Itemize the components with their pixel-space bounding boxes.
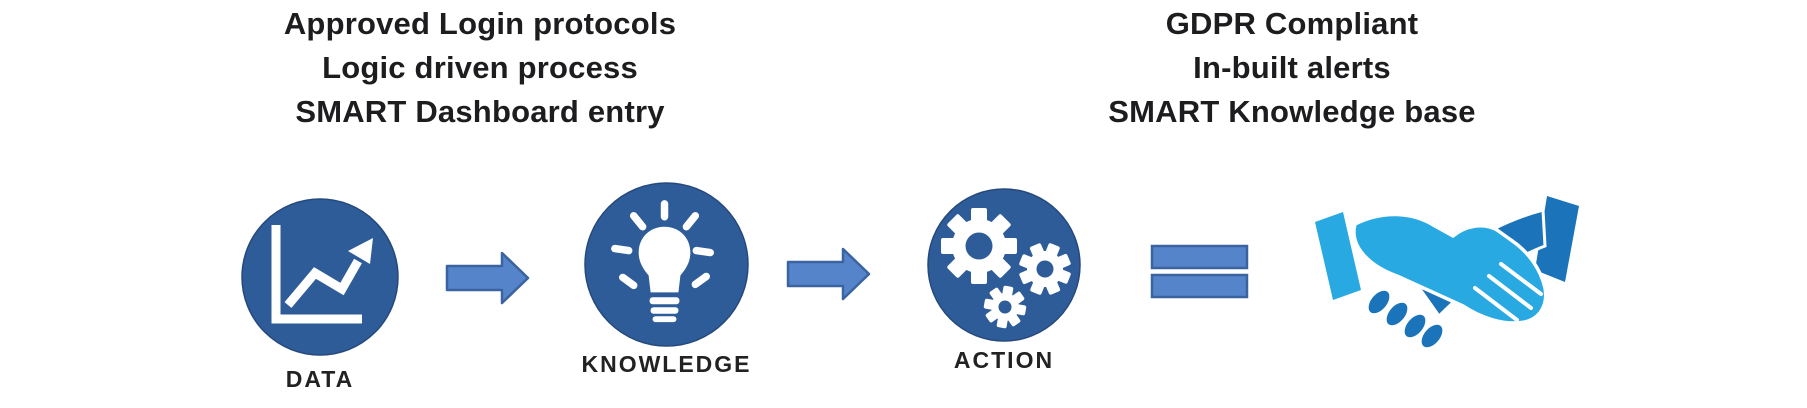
left-heading: Approved Login protocols Logic driven pr… bbox=[180, 2, 780, 134]
right-heading: GDPR Compliant In-built alerts SMART Kno… bbox=[992, 2, 1592, 134]
left-heading-line-1: Approved Login protocols bbox=[283, 6, 677, 41]
step-label-knowledge: KNOWLEDGE bbox=[581, 351, 752, 377]
left-heading-line-3: SMART Dashboard entry bbox=[295, 94, 665, 129]
right-arrow-icon bbox=[445, 250, 530, 306]
line-chart-icon bbox=[240, 197, 400, 357]
handshake-icon bbox=[1305, 190, 1595, 355]
step-label-data: DATA bbox=[285, 366, 355, 392]
right-arrow-icon bbox=[786, 246, 871, 302]
left-heading-line-2: Logic driven process bbox=[322, 50, 638, 85]
right-heading-line-2: In-built alerts bbox=[1193, 50, 1391, 85]
step-label-action: ACTION bbox=[953, 347, 1055, 373]
equals-sign-icon bbox=[1150, 244, 1250, 300]
right-heading-line-1: GDPR Compliant bbox=[1165, 6, 1419, 41]
right-heading-line-3: SMART Knowledge base bbox=[1108, 94, 1476, 129]
lightbulb-icon bbox=[583, 181, 750, 348]
gears-icon bbox=[926, 187, 1082, 343]
